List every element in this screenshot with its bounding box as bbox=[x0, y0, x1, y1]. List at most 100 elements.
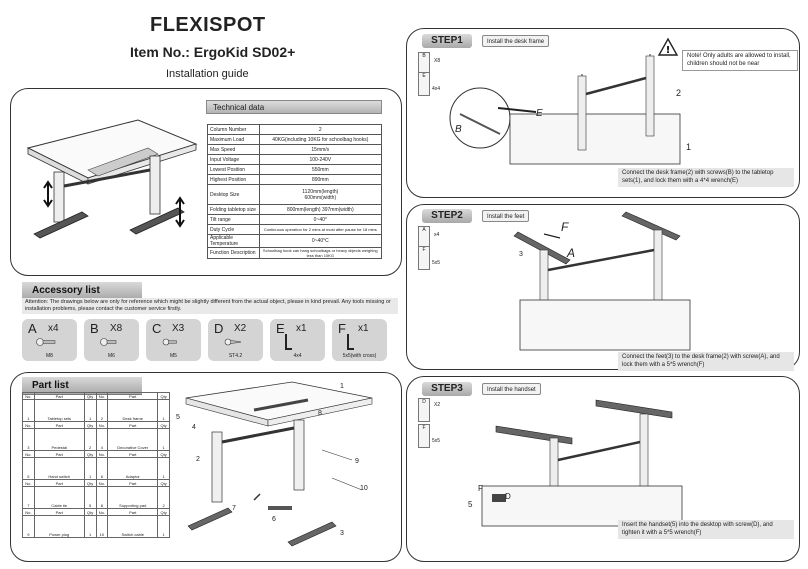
part-name: Decorative Cover bbox=[107, 428, 159, 451]
technical-data-title: Technical data bbox=[206, 100, 382, 114]
accessory-name: 5x5(with cross) bbox=[342, 353, 377, 359]
part-qty: 1 bbox=[157, 399, 170, 422]
accessory-letter: A bbox=[28, 321, 37, 336]
accessory-name: M8 bbox=[46, 353, 53, 359]
tool-letter: F bbox=[422, 425, 426, 431]
step2-callout: A bbox=[567, 246, 576, 260]
col-part: Part bbox=[33, 421, 85, 429]
part-no: 2 bbox=[95, 399, 109, 422]
tool-letter: B bbox=[422, 53, 426, 59]
accessory-name: M6 bbox=[108, 353, 115, 359]
spec-value: 1120mm(length)600mm(width) bbox=[258, 184, 383, 205]
spec-value: Continuous operation for 2 mins at most … bbox=[258, 224, 383, 235]
col-qty: Qty bbox=[157, 421, 170, 429]
svg-text:!: ! bbox=[666, 45, 671, 56]
col-qty: Qty bbox=[157, 450, 170, 458]
accessory-item-c: C X3 M5 bbox=[146, 319, 201, 361]
col-no: No. bbox=[95, 421, 109, 429]
col-part: Part bbox=[107, 392, 159, 400]
exploded-callout: 10 bbox=[360, 485, 368, 492]
step2-tool-qty: x4 bbox=[434, 232, 440, 238]
screw-icon bbox=[162, 338, 177, 346]
col-part: Part bbox=[33, 450, 85, 458]
step3-description: Install the handset bbox=[482, 383, 541, 395]
guide-subtitle: Installation guide bbox=[166, 68, 249, 80]
step3-callout: 5 bbox=[468, 500, 473, 509]
part-name: Tabletop sets bbox=[33, 399, 85, 422]
col-no: No. bbox=[95, 479, 109, 487]
step3-tool-qty: X2 bbox=[434, 402, 441, 408]
step1-warning: Note! Only adults are allowed to install… bbox=[682, 50, 798, 71]
part-name: Desk frame bbox=[107, 399, 159, 422]
spec-value: 550mm bbox=[258, 164, 383, 175]
spec-value: 100-240V bbox=[258, 154, 383, 165]
accessory-name: 4x4 bbox=[293, 353, 302, 359]
step2-tool-size: 5x5 bbox=[432, 260, 441, 266]
col-part: Part bbox=[33, 392, 85, 400]
spec-value: 2 bbox=[258, 124, 383, 135]
part-no: 10 bbox=[95, 515, 109, 538]
col-part: Part bbox=[33, 508, 85, 516]
col-qty: Qty bbox=[83, 450, 97, 458]
step3-callout: D bbox=[505, 492, 511, 501]
tool-letter: D bbox=[422, 399, 426, 405]
col-part: Part bbox=[33, 479, 85, 487]
step1-callout: 2 bbox=[676, 88, 682, 98]
spec-value: 800mm(length) 397mm(width) bbox=[258, 204, 383, 215]
step1-instruction: Connect the desk frame(2) with screws(B)… bbox=[618, 168, 794, 187]
step2-callout: 3 bbox=[519, 251, 523, 258]
exploded-callout: 4 bbox=[192, 424, 196, 431]
desk-illustration bbox=[26, 119, 198, 239]
step2-tool-wrench: F bbox=[418, 246, 430, 270]
accessory-qty: X2 bbox=[234, 323, 247, 334]
exploded-callout: 1 bbox=[340, 383, 344, 390]
spec-value: 0~40° bbox=[258, 214, 383, 225]
part-qty: 1 bbox=[83, 515, 97, 538]
screw-icon bbox=[100, 338, 117, 346]
step1-tool-size: 4x4 bbox=[432, 86, 441, 92]
spec-value: 15mm/s bbox=[258, 144, 383, 155]
spec-value: 0~40°C bbox=[258, 234, 383, 248]
spec-label: Applicable Temperature bbox=[207, 234, 260, 248]
col-no: No. bbox=[22, 421, 35, 429]
accessory-letter: B bbox=[90, 321, 99, 336]
step1-illustration bbox=[449, 54, 681, 165]
step1-tool-qty: X8 bbox=[434, 58, 441, 64]
accessory-qty: X3 bbox=[172, 323, 185, 334]
part-qty: 2 bbox=[83, 428, 97, 451]
accessory-name: M5 bbox=[170, 353, 177, 359]
col-no: No. bbox=[22, 392, 35, 400]
step3-callout: F bbox=[478, 484, 483, 493]
part-no: 1 bbox=[22, 399, 35, 422]
attention-note: Attention: The drawings below are only f… bbox=[22, 298, 398, 314]
exploded-callout: 5 bbox=[176, 414, 180, 421]
part-qty: 1 bbox=[157, 515, 170, 538]
spec-label: Input Voltage bbox=[207, 154, 260, 165]
col-no: No. bbox=[95, 392, 109, 400]
part-no: 7 bbox=[22, 486, 35, 509]
spec-label: Lowest Position bbox=[207, 164, 260, 175]
col-no: No. bbox=[22, 479, 35, 487]
step3-tool-size: 5x5 bbox=[432, 438, 441, 444]
spec-label: Maximum Load bbox=[207, 134, 260, 145]
col-part: Part bbox=[107, 508, 159, 516]
spec-label: Column Number bbox=[207, 124, 260, 135]
brand-logo: FLEXISPOT bbox=[150, 14, 266, 36]
step3-instruction: Insert the handset(5) into the desktop w… bbox=[618, 520, 794, 539]
col-no: No. bbox=[95, 508, 109, 516]
item-number: Item No.: ErgoKid SD02+ bbox=[130, 44, 296, 60]
exploded-callout: 3 bbox=[340, 530, 344, 537]
step3-illustration bbox=[481, 399, 683, 527]
col-part: Part bbox=[107, 421, 159, 429]
part-no: 5 bbox=[22, 457, 35, 480]
part-no: 8 bbox=[95, 486, 109, 509]
hex-wrench-icon bbox=[347, 334, 354, 350]
